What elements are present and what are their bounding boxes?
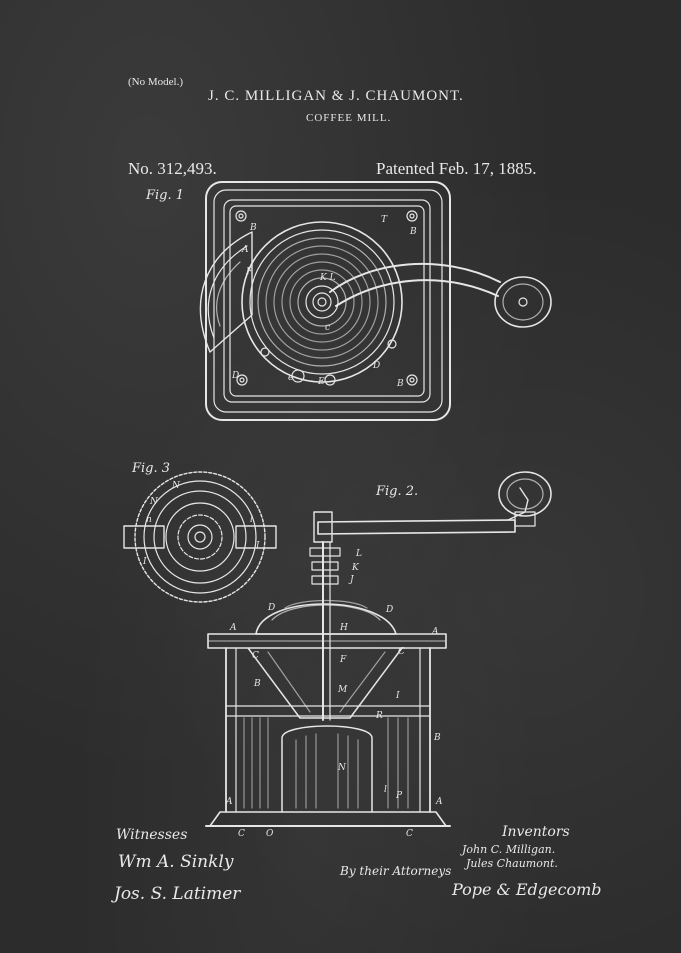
fig1-label: Fig. 1 (146, 188, 185, 203)
svg-text:C: C (398, 647, 405, 657)
svg-text:B: B (253, 679, 261, 689)
svg-text:l: l (250, 515, 253, 525)
svg-text:E: E (317, 377, 325, 387)
witness-signature-1: Wm A. Sinkly (118, 852, 234, 872)
svg-text:I: I (395, 691, 400, 701)
svg-text:D: D (267, 603, 275, 613)
svg-text:c: c (325, 323, 330, 333)
svg-text:F: F (245, 267, 253, 277)
svg-text:R: R (375, 711, 383, 721)
svg-text:I: I (255, 541, 260, 551)
svg-text:D: D (231, 371, 239, 381)
svg-text:N: N (171, 481, 181, 491)
witness-signature-2: Jos. S. Latimer (114, 884, 241, 904)
fig3-section-drawing (123, 471, 277, 603)
svg-text:A: A (241, 245, 249, 255)
svg-text:A: A (229, 623, 237, 633)
witnesses-label: Witnesses (116, 827, 188, 843)
svg-text:N: N (337, 763, 347, 773)
svg-text:I: I (142, 557, 147, 567)
fig2-side-view-drawing (205, 471, 552, 827)
fig1-top-view-drawing (199, 181, 552, 421)
svg-text:A: A (225, 797, 233, 807)
svg-text:n: n (146, 515, 152, 525)
svg-text:O: O (266, 829, 274, 839)
svg-text:B: B (433, 733, 441, 743)
svg-text:B: B (409, 227, 417, 237)
patent-number: No. 312,493. (128, 159, 217, 178)
svg-text:H: H (339, 623, 348, 633)
svg-text:N: N (149, 497, 159, 507)
svg-text:A: A (431, 627, 439, 637)
fig2-label: Fig. 2. (376, 484, 419, 499)
svg-text:C: C (406, 829, 413, 839)
svg-text:D: D (372, 361, 380, 371)
svg-text:A: A (435, 797, 443, 807)
attorney-signature: Pope & Edgecomb (452, 880, 602, 899)
inventor-signature-1: John C. Milligan. (462, 843, 556, 856)
svg-text:J: J (348, 575, 355, 585)
svg-text:K: K (351, 563, 360, 573)
svg-text:B: B (249, 223, 257, 233)
svg-text:L: L (355, 549, 362, 559)
svg-text:K L: K L (319, 273, 336, 283)
svg-text:C: C (238, 829, 245, 839)
svg-text:D: D (385, 605, 393, 615)
inventors-label: Inventors (502, 824, 570, 840)
inventor-signature-2: Jules Chaumont. (466, 857, 558, 870)
svg-text:C: C (252, 651, 259, 661)
svg-text:F: F (339, 655, 347, 665)
inventors-title: J. C. MILLIGAN & J. CHAUMONT. (208, 88, 464, 104)
svg-text:e: e (288, 373, 293, 383)
patent-subject: COFFEE MILL. (306, 112, 392, 124)
attorneys-label: By their Attorneys (340, 864, 452, 878)
model-note: (No Model.) (128, 76, 183, 88)
svg-text:M: M (337, 685, 348, 695)
svg-text:l: l (384, 785, 387, 795)
patent-date: Patented Feb. 17, 1885. (376, 159, 537, 178)
svg-text:T: T (381, 215, 388, 225)
svg-text:B: B (396, 379, 404, 389)
fig3-label: Fig. 3 (132, 461, 171, 476)
svg-text:P: P (395, 791, 403, 801)
